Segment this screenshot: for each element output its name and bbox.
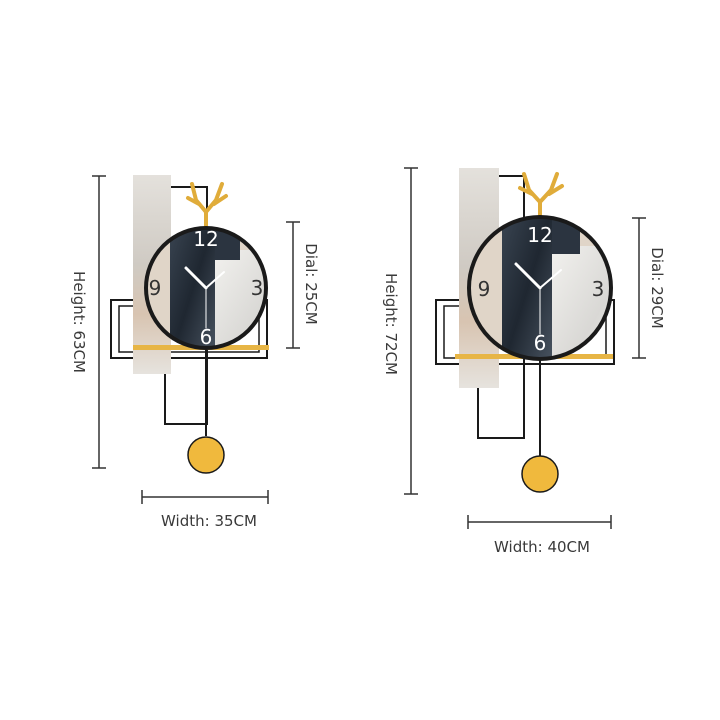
numeral-3: 3 bbox=[592, 277, 605, 301]
antler-icon bbox=[518, 172, 564, 220]
numeral-3: 3 bbox=[251, 276, 264, 300]
height-label-large: Height: 72CM bbox=[382, 273, 400, 375]
clock-hands bbox=[514, 262, 562, 335]
pendulum-bob bbox=[187, 436, 225, 474]
numeral-12: 12 bbox=[527, 223, 552, 247]
height-dimension-small bbox=[92, 175, 106, 469]
pendulum-bob bbox=[521, 455, 559, 493]
clock-hands bbox=[184, 266, 225, 329]
dial-dimension-small bbox=[286, 221, 300, 349]
width-label-large: Width: 40CM bbox=[494, 538, 590, 556]
clock-small: 12 3 6 9 bbox=[110, 175, 269, 474]
clock-dial: 12 3 6 9 bbox=[144, 226, 268, 350]
numeral-6: 6 bbox=[200, 325, 213, 349]
height-label-small: Height: 63CM bbox=[70, 271, 88, 373]
width-dimension-small bbox=[141, 490, 269, 504]
height-dimension-large bbox=[404, 167, 418, 495]
dial-dimension-large bbox=[632, 217, 646, 359]
clock-large: 12 3 6 9 bbox=[435, 168, 615, 493]
numeral-6: 6 bbox=[534, 331, 547, 355]
width-dimension-large bbox=[467, 515, 612, 529]
clock-dial: 12 3 6 9 bbox=[467, 215, 613, 361]
numeral-9: 9 bbox=[478, 277, 491, 301]
numeral-12: 12 bbox=[193, 227, 218, 251]
numeral-9: 9 bbox=[149, 276, 162, 300]
width-label-small: Width: 35CM bbox=[161, 512, 257, 530]
dial-label-small: Dial: 25CM bbox=[302, 243, 320, 324]
dial-label-large: Dial: 29CM bbox=[648, 247, 666, 328]
antler-icon bbox=[186, 182, 228, 230]
